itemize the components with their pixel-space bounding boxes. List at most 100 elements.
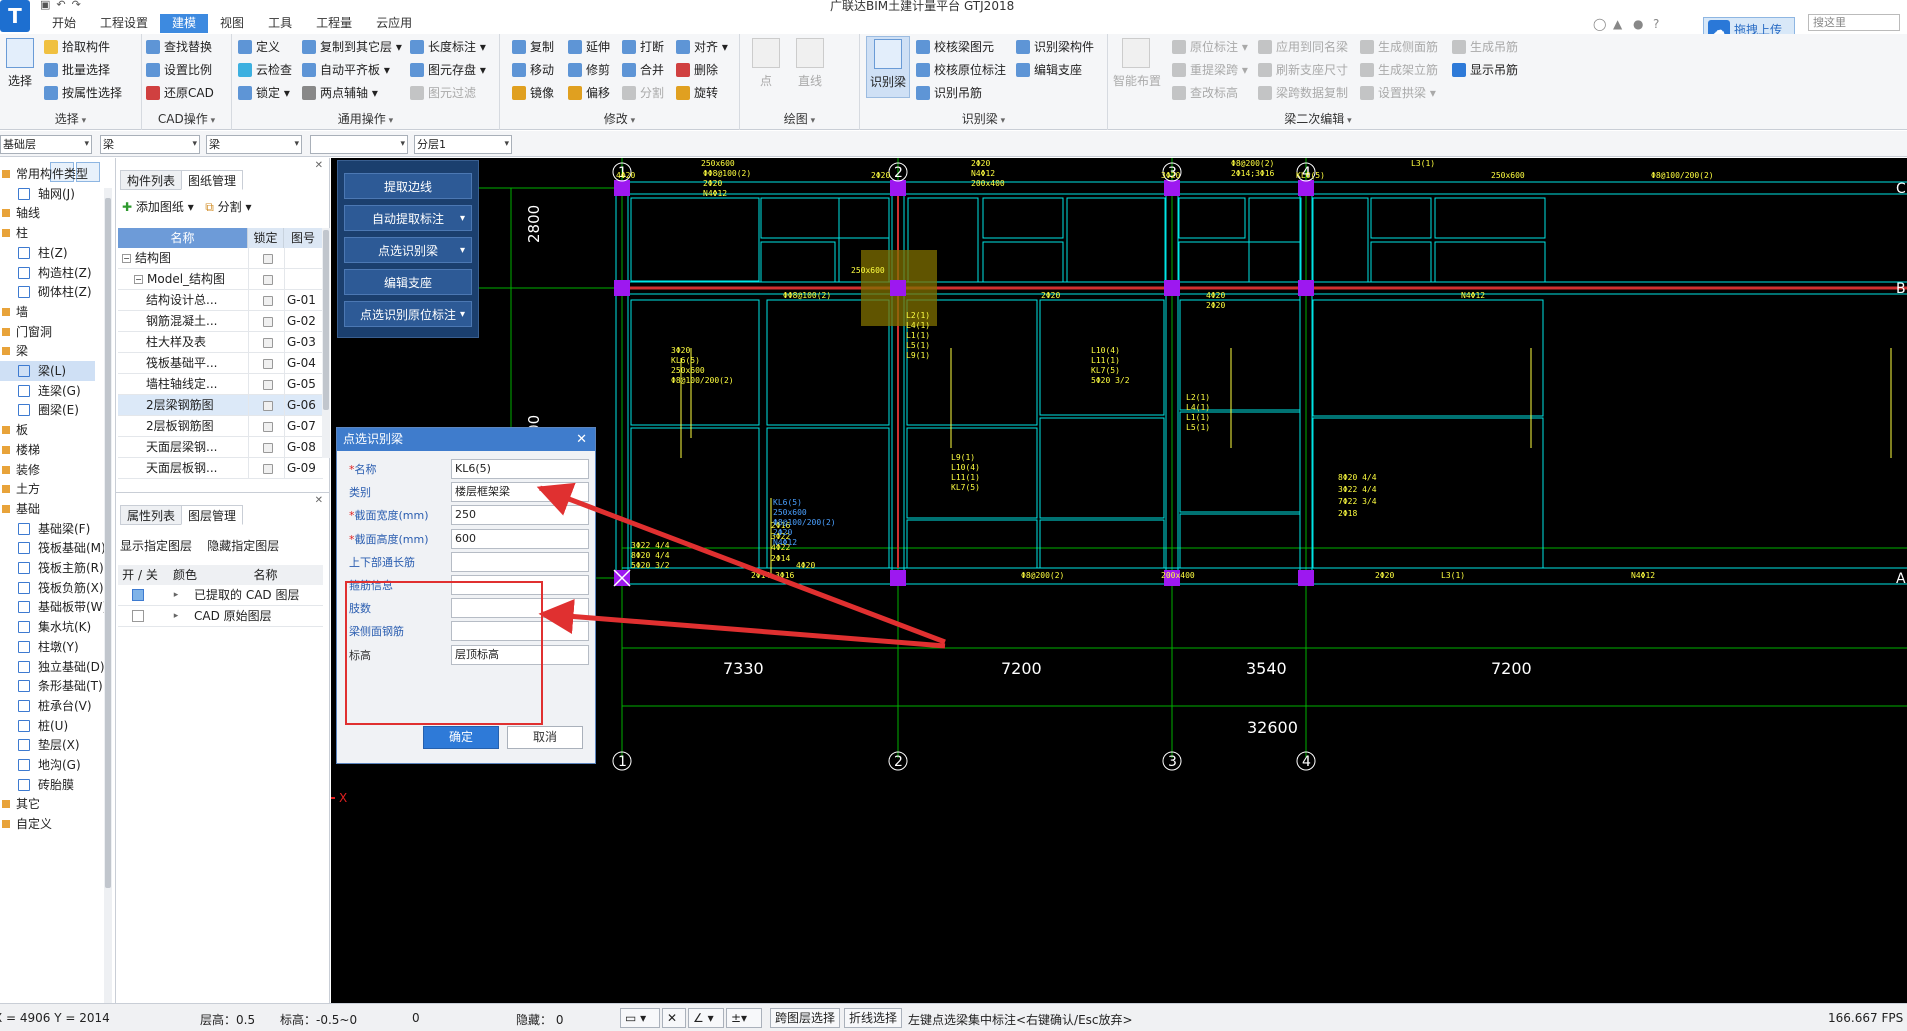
drawing-row[interactable]: −结构图 [118,248,323,269]
extend-button[interactable]: 延伸 [568,38,610,57]
undo-icon[interactable]: ↶ [56,0,66,11]
element-filter-button[interactable]: 图元过滤 [410,84,476,103]
batch-select-button[interactable]: 批量选择 [44,61,110,80]
field-input[interactable] [451,598,589,619]
edit-support-button[interactable]: 编辑支座 [1016,61,1082,80]
nav-item-12[interactable]: 圈梁(E) [0,400,79,420]
nav-item-32[interactable]: 其它 [0,794,40,814]
tab-4[interactable]: 工具 [268,16,293,30]
restore-cad-button[interactable]: 还原CAD [146,84,214,103]
drawing-scrollbar[interactable] [322,228,330,458]
tab-drawing-management[interactable]: 图纸管理 [181,170,244,190]
identify-beam-component-button[interactable]: 识别梁构件 [1016,38,1094,57]
lock-icon[interactable] [248,290,284,310]
type-select[interactable]: 梁 [100,135,200,154]
nav-item-11[interactable]: 连梁(G) [0,381,81,401]
smart-layout-button[interactable]: 智能布置 [1112,36,1162,90]
component-select[interactable] [310,135,408,154]
nav-item-18[interactable]: 基础梁(F) [0,519,90,539]
field-input[interactable]: 楼层框架梁 [451,482,589,503]
tab-6[interactable]: 云应用 [376,16,413,30]
lock-icon[interactable] [248,458,284,478]
gen-side-bar-button[interactable]: 生成侧面筋 [1360,38,1438,57]
refresh-support-button[interactable]: 刷新支座尺寸 [1258,61,1348,80]
panel-close-icon[interactable]: ✕ [314,495,323,506]
identify-menu-item-4[interactable]: 点选识别原位标注 [344,301,472,328]
group-label[interactable]: 梁二次编辑 [1108,110,1528,127]
nav-item-13[interactable]: 板 [0,420,28,440]
apply-same-name-button[interactable]: 应用到同名梁 [1258,38,1348,57]
cross-layer-button[interactable]: 跨图层选择 [770,1008,841,1028]
nav-item-14[interactable]: 楼梯 [0,440,40,460]
rotate-button[interactable]: 旋转 [676,84,718,103]
collapse-icon[interactable]: − [134,275,143,284]
drawing-row[interactable]: 天面层梁钢...G-08 [118,437,323,458]
nav-item-16[interactable]: 土方 [0,479,40,499]
nav-item-27[interactable]: 桩承台(V) [0,696,92,716]
nav-item-25[interactable]: 独立基础(D) [0,657,105,677]
drawing-row[interactable]: 结构设计总...G-01 [118,290,323,311]
gen-erection-bar-button[interactable]: 生成架立筋 [1360,61,1438,80]
layer-row[interactable]: ▸已提取的 CAD 图层 [118,585,323,606]
identify-beam-button[interactable]: 识别梁 [866,36,910,98]
field-input[interactable]: 250 [451,505,589,526]
field-input[interactable]: KL6(5) [451,459,589,479]
lock-icon[interactable] [248,269,284,289]
nav-item-22[interactable]: 基础板带(W) [0,597,107,617]
nav-item-29[interactable]: 垫层(X) [0,735,80,755]
expand-icon[interactable]: ▸ [173,590,179,600]
find-replace-button[interactable]: 查找替换 [146,38,212,57]
cloud-check-button[interactable]: 云检查 [238,61,292,80]
group-label[interactable]: 通用操作 [232,110,499,127]
tab-5[interactable]: 工程量 [316,16,353,30]
select-button[interactable]: 选择 [2,36,38,90]
delete-button[interactable]: 删除 [676,61,718,80]
lock-icon[interactable] [248,416,284,436]
length-dim-button[interactable]: 长度标注 ▾ [410,38,486,57]
point-button[interactable]: 点 [746,36,786,90]
nav-item-9[interactable]: 梁 [0,341,28,361]
drawing-row[interactable]: −Model_结构图 [118,269,323,290]
ok-button[interactable]: 确定 [423,726,499,749]
nav-item-8[interactable]: 门窗洞 [0,322,52,342]
nav-item-31[interactable]: 砖胎膜 [0,775,74,795]
set-arch-beam-button[interactable]: 设置拱梁 ▾ [1360,84,1436,103]
lock-icon[interactable] [248,248,284,268]
copy-to-layer-button[interactable]: 复制到其它层 ▾ [302,38,402,57]
field-input[interactable] [451,621,589,642]
check-inplace-button[interactable]: 校核原位标注 [916,61,1006,80]
floor-select[interactable]: 基础层 [0,135,92,154]
nav-item-17[interactable]: 基础 [0,499,40,519]
line-button[interactable]: 直线 [790,36,830,90]
redo-icon[interactable]: ↷ [71,0,81,11]
snap-button[interactable]: ▭ ▾ [620,1008,660,1028]
tab-3[interactable]: 视图 [220,16,245,30]
nav-item-15[interactable]: 装修 [0,460,40,480]
lock-button[interactable]: 锁定 ▾ [238,84,290,103]
dialog-title-bar[interactable]: 点选识别梁✕ [337,428,595,451]
trim-button[interactable]: 修剪 [568,61,610,80]
col-lock[interactable]: 锁定 [248,228,284,248]
add-drawing-button[interactable]: ✚ 添加图纸 ▾ [122,200,194,214]
align-button[interactable]: 对齐 ▾ [676,38,728,57]
nav-item-30[interactable]: 地沟(G) [0,755,81,775]
panel-close-icon[interactable]: ✕ [314,160,323,171]
nav-item-19[interactable]: 筏板基础(M) [0,538,106,558]
collapse-icon[interactable]: − [122,254,131,263]
check-beam-button[interactable]: 校核梁图元 [916,38,994,57]
nav-item-5[interactable]: 构造柱(Z) [0,263,92,283]
split-button[interactable]: 分割 [622,84,664,103]
chat-icon[interactable]: ● [1633,17,1644,31]
layer-toggle-checkbox[interactable] [132,610,144,622]
copy-button[interactable]: 复制 [512,38,554,57]
set-scale-button[interactable]: 设置比例 [146,61,212,80]
nav-item-4[interactable]: 柱(Z) [0,243,68,263]
tab-0[interactable]: 开始 [52,16,77,30]
help-icon[interactable]: ? [1653,17,1660,31]
field-input[interactable] [451,551,589,572]
lock-icon[interactable] [248,353,284,373]
field-input[interactable]: 600 [451,528,589,549]
offset-button[interactable]: 偏移 [568,84,610,103]
define-button[interactable]: 定义 [238,38,280,57]
